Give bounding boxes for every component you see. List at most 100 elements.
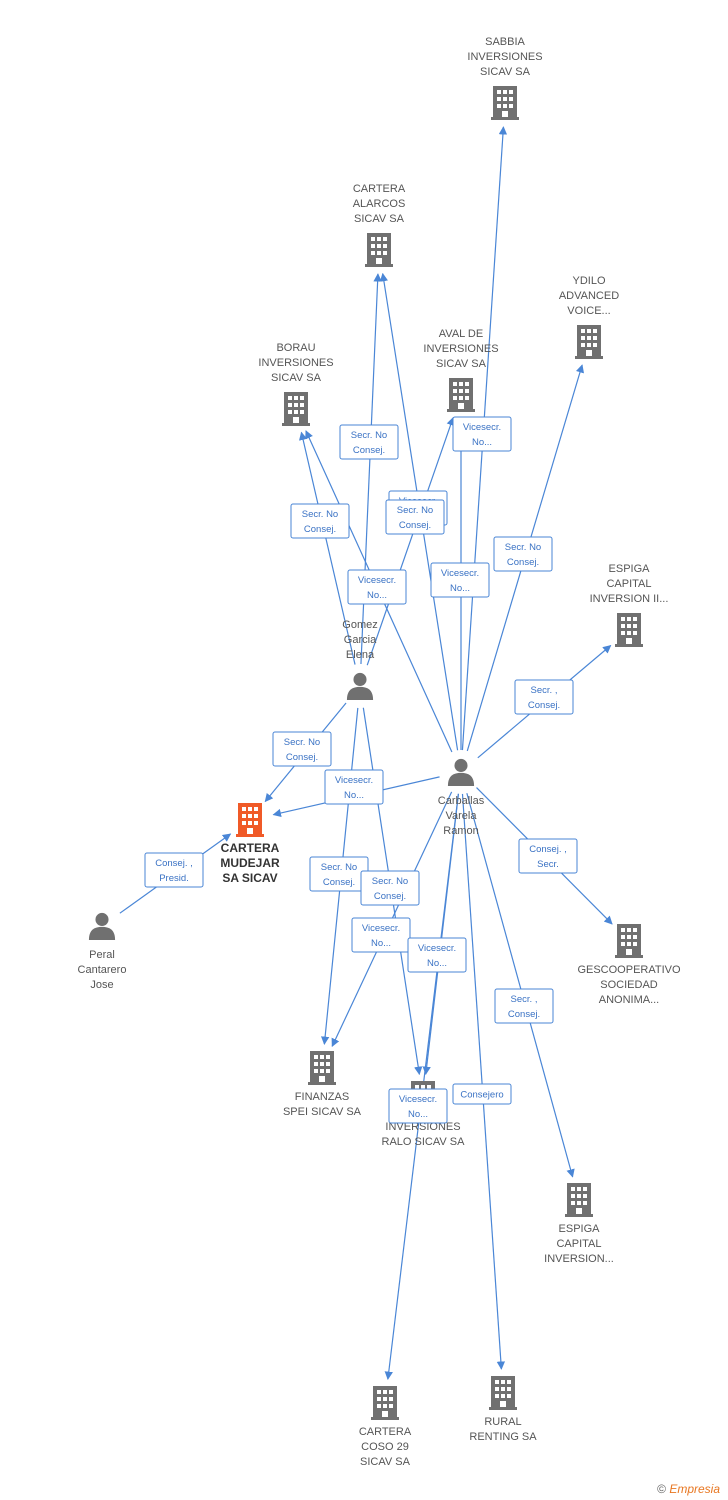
node-label: Peral: [89, 949, 115, 961]
building-icon: [491, 86, 519, 120]
edge-label-text: Vicesecr.: [463, 422, 501, 433]
node-label: RALO SICAV SA: [382, 1136, 466, 1148]
edge-label-text: Secr. No: [397, 505, 433, 516]
node-label: SOCIEDAD: [600, 979, 658, 991]
node-label: RURAL: [484, 1416, 521, 1428]
node-label: MUDEJAR: [220, 856, 280, 870]
edge-label-text: Secr. No: [284, 737, 320, 748]
edge-label-peral-mudejar[interactable]: Consej. ,Presid.: [144, 852, 204, 888]
node-label: ANONIMA...: [599, 994, 660, 1006]
edge-label-box: [452, 1083, 512, 1105]
edge-label-box: [430, 562, 490, 598]
edge-label-text: Consej.: [286, 752, 318, 763]
edge-label-text: Secr.: [537, 859, 559, 870]
node-label: INVERSION...: [544, 1253, 614, 1265]
edge-label-gomez-mudejar[interactable]: Secr. No Consej.: [272, 731, 332, 767]
node-label: CAPITAL: [556, 1238, 601, 1250]
edge-label-carballas-espiga1[interactable]: Secr. ,Consej.: [514, 679, 574, 715]
node-gesco[interactable]: GESCOOPERATIVOSOCIEDADANONIMA...: [577, 924, 681, 1006]
edge-label-box: [351, 917, 411, 953]
person-icon: [447, 758, 475, 786]
edge-label-carballas-ralo[interactable]: Vicesecr.No...: [407, 937, 467, 973]
edge-gomez-aval: [366, 416, 455, 666]
node-label: Garcia: [344, 634, 377, 646]
node-label: Elena: [346, 649, 375, 661]
node-label: Cantarero: [78, 964, 127, 976]
edge-label-text: Secr. ,: [511, 994, 538, 1005]
edge-label-gomez-aval[interactable]: Secr. No Consej.: [385, 499, 445, 535]
node-label: SICAV SA: [480, 66, 531, 78]
node-label: INVERSION II...: [590, 593, 669, 605]
edge-label-box: [514, 679, 574, 715]
edge-gomez-alarcos: [360, 273, 382, 665]
edge-label-text: Consej. ,: [155, 858, 193, 869]
person-icon: [346, 672, 374, 700]
empresia-logo[interactable]: Empresia: [669, 1482, 720, 1496]
edge-label-box: [494, 988, 554, 1024]
person-icon: [88, 912, 116, 940]
node-label: CARTERA: [353, 183, 406, 195]
edge-labels-layer: Vicesecr. No... Vicesecr. No... Secr. No Cons…: [144, 416, 578, 1124]
edge-label-text: Vicesecr.: [441, 568, 479, 579]
edge-label-carballas-rural[interactable]: Consejero: [452, 1083, 512, 1105]
node-label: SICAV SA: [354, 213, 405, 225]
building-icon: [371, 1386, 399, 1420]
edge-label-box: [407, 937, 467, 973]
edge-label-text: Consej.: [399, 520, 431, 531]
edge-label-carballas-coso[interactable]: Vicesecr.No...: [388, 1088, 448, 1124]
edge-label-box: [493, 536, 553, 572]
edge-label-carballas-alarcos[interactable]: Vicesecr. No...: [347, 569, 407, 605]
edge-label-text: Secr. No: [302, 509, 338, 520]
node-label: YDILO: [572, 275, 605, 287]
edge-label-carballas-gesco[interactable]: Consej. ,Secr.: [518, 838, 578, 874]
edge-label-box: [347, 569, 407, 605]
node-label: CARTERA: [221, 841, 280, 855]
edge-label-text: Vicesecr.: [418, 943, 456, 954]
edge-label-carballas-sabbia[interactable]: Vicesecr. No...: [452, 416, 512, 452]
node-espiga2[interactable]: ESPIGACAPITALINVERSION...: [544, 1183, 614, 1265]
building-icon: [365, 233, 393, 267]
edge-label-box: [518, 838, 578, 874]
edge-label-carballas-finanzas[interactable]: Vicesecr.No...: [351, 917, 411, 953]
edge-label-text: Vicesecr.: [358, 575, 396, 586]
building-icon: [615, 613, 643, 647]
node-label: INVERSIONES: [467, 51, 542, 63]
node-ydilo[interactable]: YDILOADVANCEDVOICE...: [559, 275, 619, 359]
building-icon: [489, 1376, 517, 1410]
edge-label-carballas-borau[interactable]: Vicesecr. No...: [430, 562, 490, 598]
edge-label-text: No...: [367, 590, 387, 601]
edge-label-text: Vicesecr.: [335, 775, 373, 786]
node-label: COSO 29: [361, 1441, 409, 1453]
edge-label-text: No...: [472, 437, 492, 448]
edge-label-text: No...: [450, 583, 470, 594]
node-label: BORAU: [276, 342, 315, 354]
building-icon: [615, 924, 643, 958]
edge-label-carballas-mudejar[interactable]: Vicesecr.No...: [324, 769, 384, 805]
edge-label-text: Consej.: [374, 891, 406, 902]
edge-label-carballas-espiga2[interactable]: Secr. ,Consej.: [494, 988, 554, 1024]
edge-label-text: Secr. No: [351, 430, 387, 441]
node-label: SA SICAV: [222, 871, 277, 885]
edge-label-box: [144, 852, 204, 888]
node-label: INVERSIONES: [423, 343, 498, 355]
edge-label-text: Consej.: [507, 557, 539, 568]
